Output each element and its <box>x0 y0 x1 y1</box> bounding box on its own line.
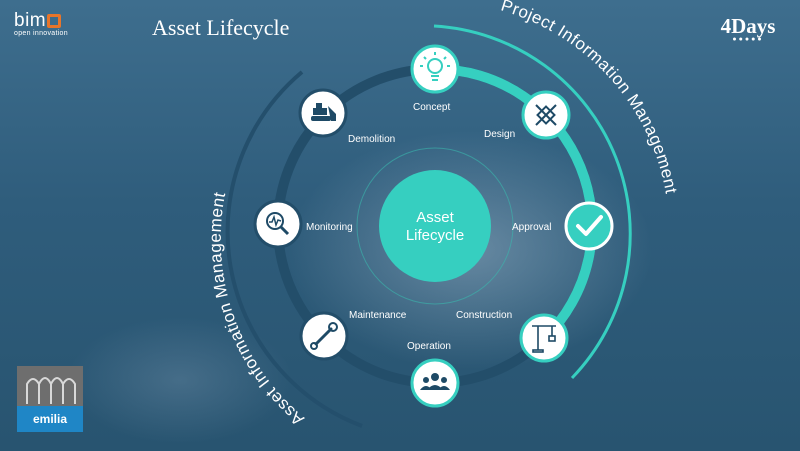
magnifier-chart-icon <box>266 212 290 236</box>
stage-operation[interactable] <box>410 358 460 408</box>
page-title: Asset Lifecycle <box>152 15 290 40</box>
bimo-wordmark: bim <box>14 10 47 31</box>
inner-ring <box>356 147 514 305</box>
bimo-tagline: open innovation <box>14 30 68 37</box>
stage-label-operation: Operation <box>407 341 451 352</box>
stage-concept[interactable] <box>410 44 460 94</box>
stage-monitoring[interactable] <box>253 199 303 249</box>
4days-dots: ●●●●● <box>732 35 764 43</box>
stage-label-maintenance: Maintenance <box>349 310 407 321</box>
bulldozer-icon <box>311 103 336 121</box>
stage-label-construction: Construction <box>456 310 512 321</box>
stage-label-monitoring: Monitoring <box>306 222 353 233</box>
bimo-logo: bim open innovation <box>14 10 90 50</box>
checkmark-icon <box>576 215 603 236</box>
emilia-wordmark: emilia <box>17 406 83 432</box>
center-circle <box>379 170 491 282</box>
wrench-icon <box>310 322 338 350</box>
4days-wordmark: 4Days <box>720 14 776 38</box>
outer-arc-asset <box>225 70 363 428</box>
pencil-ruler-icon <box>535 104 557 126</box>
4days-logo: 4Days ●●●●● <box>714 14 782 43</box>
main-ring-teal <box>434 64 597 343</box>
stage-approval[interactable] <box>564 201 614 251</box>
bimo-o-mark <box>47 14 62 28</box>
center-label-line1: Asset <box>416 209 454 226</box>
stage-label-concept: Concept <box>413 102 450 113</box>
stage-label-approval: Approval <box>512 222 551 233</box>
stage-label-demolition: Demolition <box>348 134 395 145</box>
stage-construction[interactable] <box>519 313 569 363</box>
stage-label-design: Design <box>484 129 515 140</box>
lightbulb-icon <box>420 52 450 81</box>
crane-icon <box>532 325 556 353</box>
emilia-columns-emblem <box>17 366 83 406</box>
stage-maintenance[interactable] <box>299 311 349 361</box>
emilia-logo: emilia <box>17 366 83 432</box>
stage-design[interactable] <box>521 90 571 140</box>
center-label-line2: Lifecycle <box>406 227 464 244</box>
stage-demolition[interactable] <box>298 88 348 138</box>
people-icon <box>420 373 450 390</box>
outer-arc-project <box>433 24 632 380</box>
